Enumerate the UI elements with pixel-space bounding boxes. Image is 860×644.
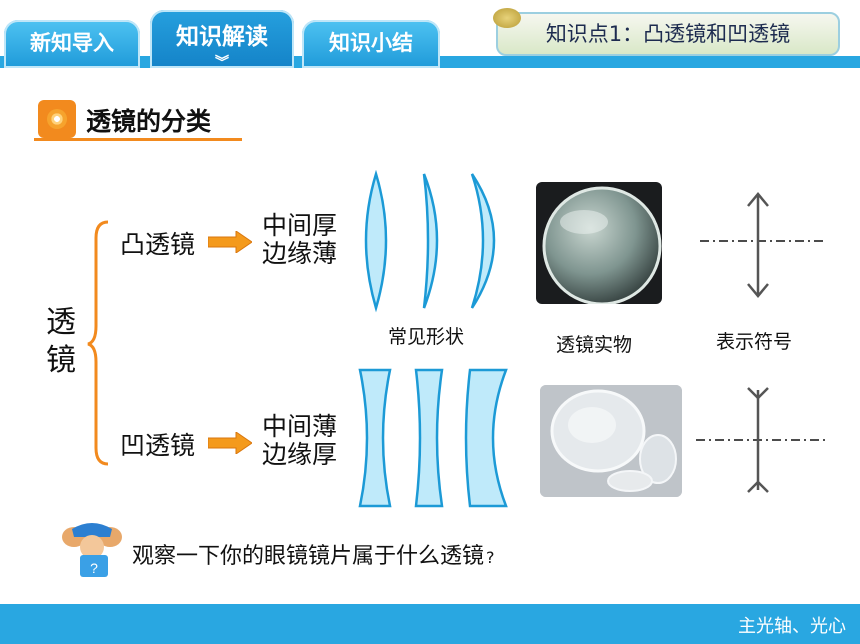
convex-lens-shapes [364, 170, 496, 313]
question-mark: ? [486, 548, 495, 567]
svg-text:?: ? [90, 560, 98, 576]
footer-link[interactable]: 主光轴、光心 [738, 616, 846, 637]
question-text: 观察一下你的眼镜镜片属于什么透镜? [132, 538, 495, 570]
concave-lens-photo [540, 385, 682, 497]
question-body: 观察一下你的眼镜镜片属于什么透镜 [132, 544, 485, 569]
orange-slice-icon [38, 100, 76, 138]
mascot-icon: ? [62, 523, 122, 577]
lens-category-label: 透镜 [46, 305, 76, 378]
section-title: 透镜的分类 [86, 107, 212, 136]
concave-lens-shapes [358, 368, 508, 508]
tab-summary-label: 知识小结 [329, 31, 413, 55]
arrow-right-icon [208, 432, 252, 454]
footer-bar: 主光轴、光心 [0, 604, 860, 644]
convex-desc-line2: 边缘薄 [262, 239, 338, 268]
scroll-icon [493, 8, 521, 28]
convex-description: 中间厚 边缘薄 [262, 212, 337, 268]
concave-desc-line1: 中间薄 [262, 412, 338, 441]
tab-interpretation[interactable]: 知识解读 ︾ [150, 10, 294, 71]
chevron-down-icon: ︾ [215, 55, 229, 71]
tab-intro[interactable]: 新知导入 [4, 20, 140, 68]
knowledge-point-banner: 知识点1：凸透镜和凹透镜 [496, 12, 840, 56]
convex-lens-photo [536, 182, 662, 304]
symbol-caption: 表示符号 [716, 331, 793, 353]
concave-description: 中间薄 边缘厚 [262, 413, 337, 469]
concave-desc-line2: 边缘厚 [262, 440, 338, 469]
arrow-right-icon [208, 231, 252, 253]
shapes-caption: 常见形状 [388, 326, 465, 348]
knowledge-point-text: 知识点1：凸透镜和凹透镜 [545, 22, 791, 46]
concave-lens-label: 凹透镜 [120, 431, 196, 460]
section-underline [34, 138, 242, 141]
section-heading: 透镜的分类 [34, 98, 242, 142]
concave-lens-symbol [696, 387, 826, 493]
tab-interpretation-label: 知识解读 [176, 24, 268, 50]
photo-caption: 透镜实物 [556, 334, 633, 356]
tab-intro-label: 新知导入 [30, 31, 114, 55]
convex-lens-label: 凸透镜 [120, 230, 196, 259]
brace [87, 220, 109, 466]
tab-summary[interactable]: 知识小结 [302, 20, 440, 68]
convex-lens-symbol [700, 192, 824, 298]
convex-desc-line1: 中间厚 [262, 211, 338, 240]
